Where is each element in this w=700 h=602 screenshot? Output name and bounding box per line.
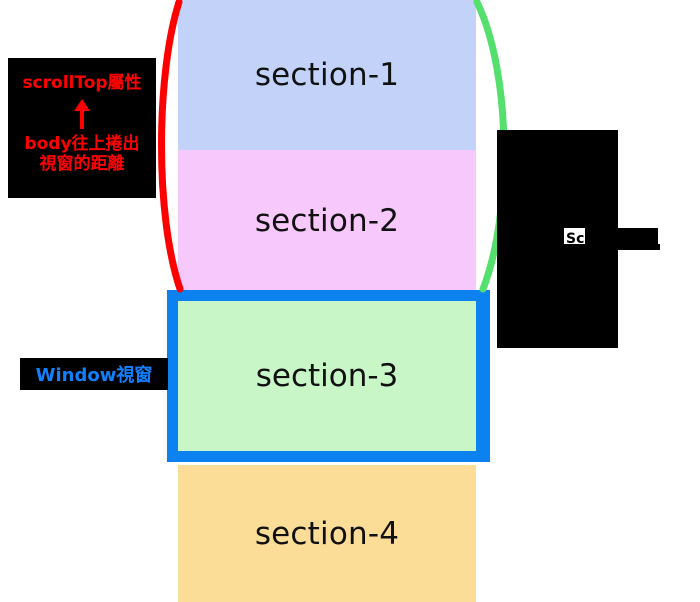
section-block-3: section-3 [178, 301, 476, 451]
right-label-redaction-bar-lower [564, 244, 660, 250]
section-4-label: section-4 [254, 515, 400, 552]
section-1-label: section-1 [254, 57, 400, 93]
scrolltop-description-line1: body往上捲出 [24, 134, 140, 154]
right-label-text: Sc [566, 230, 585, 247]
right-label-redaction-bar [585, 228, 658, 244]
window-label-badge: Window視窗 [20, 358, 168, 390]
scrolltop-description: body往上捲出 視窗的距離 [24, 134, 139, 174]
scrolltop-callout: scrollTop屬性 body往上捲出 視窗的距離 [8, 58, 156, 198]
up-arrow-icon [74, 99, 90, 129]
scrolltop-description-line2: 視窗的距離 [39, 154, 125, 175]
scrolltop-title: scrollTop屬性 [22, 73, 142, 93]
section-2-label: section-2 [254, 202, 400, 239]
section-block-2: section-2 [178, 150, 476, 291]
window-label-text: Window視窗 [35, 365, 153, 386]
section-block-4: section-4 [178, 465, 476, 602]
section-3-label: section-3 [255, 358, 399, 394]
section-block-1: section-1 [178, 0, 476, 150]
